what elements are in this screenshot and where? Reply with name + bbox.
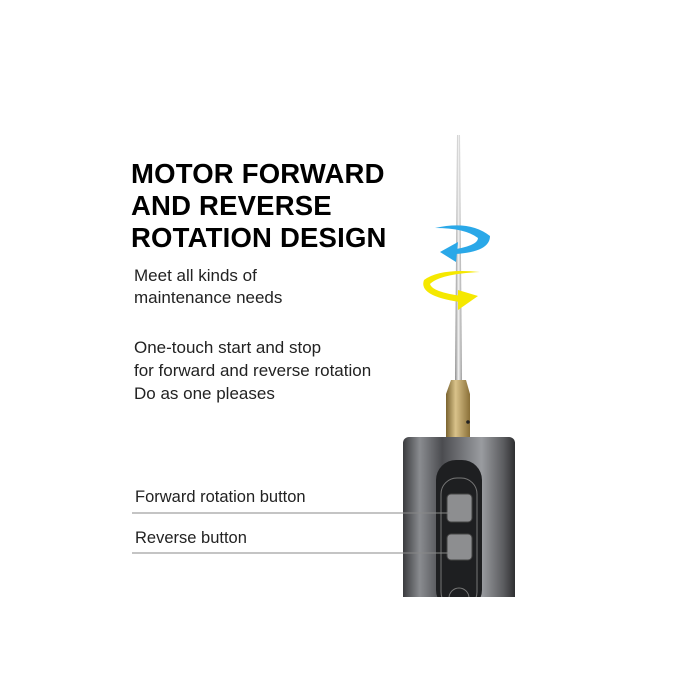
- forward-button: [446, 493, 473, 523]
- forward-button-label: Forward rotation button: [135, 488, 306, 506]
- headline-line-3: ROTATION DESIGN: [131, 222, 387, 253]
- description-line-3: Do as one pleases: [134, 384, 275, 403]
- reverse-button: [446, 533, 473, 561]
- headline-line-1: MOTOR FORWARD: [131, 158, 385, 189]
- subtitle-line-1: Meet all kinds of: [134, 266, 257, 285]
- description-line-2: for forward and reverse rotation: [134, 361, 372, 380]
- brass-collar: [446, 380, 470, 438]
- reverse-button-label: Reverse button: [135, 529, 247, 547]
- needle: [455, 135, 462, 382]
- headline-line-2: AND REVERSE: [131, 190, 332, 221]
- reverse-rotation-arrow-icon: [435, 225, 490, 262]
- subtitle-line-2: maintenance needs: [134, 288, 283, 307]
- description-line-1: One-touch start and stop: [134, 338, 322, 357]
- forward-rotation-arrow-icon: [423, 271, 480, 310]
